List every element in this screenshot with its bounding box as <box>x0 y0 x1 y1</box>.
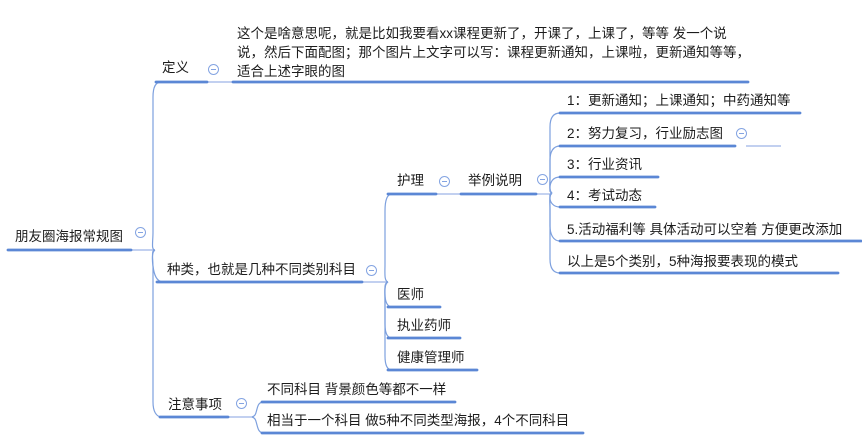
collapse-icon-example[interactable] <box>537 174 548 185</box>
node-pharmacist[interactable]: 执业药师 <box>397 318 451 333</box>
node-example-item-5[interactable]: 5.活动福利等 具体活动可以空着 方便更改添加 <box>567 222 843 237</box>
node-definition-note[interactable]: 这个是啥意思呢，就是比如我要看xx课程更新了，开课了，上课了，等等 发一个说说，… <box>237 26 750 79</box>
minus-icon <box>138 232 143 233</box>
minus-icon <box>739 133 744 134</box>
collapse-icon-nursing[interactable] <box>439 176 450 187</box>
node-root[interactable]: 朋友圈海报常规图 <box>15 229 123 244</box>
node-definition[interactable]: 定义 <box>162 60 189 75</box>
node-example-item-2[interactable]: 2：努力复习，行业励志图 <box>567 126 724 141</box>
minus-icon <box>442 181 447 182</box>
node-doctor[interactable]: 医师 <box>397 287 424 302</box>
node-example-item-4[interactable]: 4：考试动态 <box>567 188 643 203</box>
collapse-icon-types[interactable] <box>366 265 377 276</box>
collapse-icon-example-item-2[interactable] <box>736 128 747 139</box>
node-example-item-3[interactable]: 3：行业资讯 <box>567 157 643 172</box>
collapse-icon-cautions[interactable] <box>236 398 247 409</box>
node-example-item-6[interactable]: 以上是5个类别，5种海报要表现的模式 <box>567 254 799 269</box>
node-example[interactable]: 举例说明 <box>468 173 522 188</box>
node-caution-item-2[interactable]: 相当于一个科目 做5种不同类型海报，4个不同科目 <box>267 413 570 428</box>
minus-icon <box>369 270 374 271</box>
node-cautions[interactable]: 注意事项 <box>168 397 222 412</box>
node-example-item-1[interactable]: 1：更新通知；上课通知；中药通知等 <box>567 93 791 108</box>
node-types[interactable]: 种类，也就是几种不同类别科目 <box>167 262 356 277</box>
minus-icon <box>540 179 545 180</box>
collapse-icon-root[interactable] <box>135 227 146 238</box>
node-nursing[interactable]: 护理 <box>397 173 424 188</box>
node-health-manager[interactable]: 健康管理师 <box>397 350 465 365</box>
minus-icon <box>239 403 244 404</box>
node-caution-item-1[interactable]: 不同科目 背景颜色等都不一样 <box>267 382 447 397</box>
collapse-icon-definition[interactable] <box>208 64 219 75</box>
minus-icon <box>211 69 216 70</box>
